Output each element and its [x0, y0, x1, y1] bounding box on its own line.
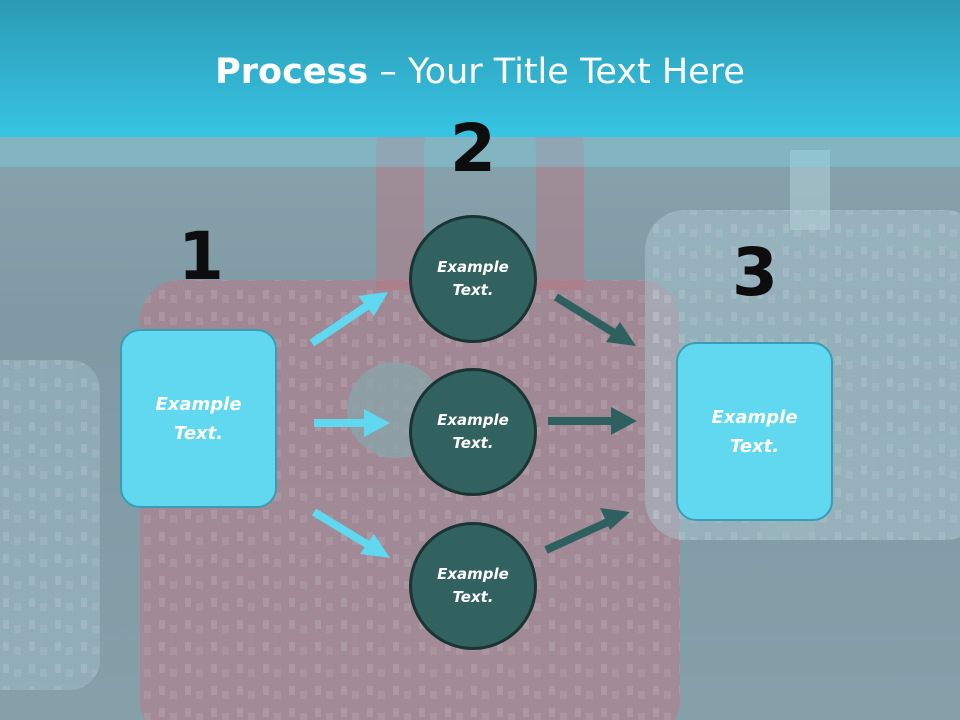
- arrow-top-to-right: [553, 293, 636, 346]
- title-bar: [0, 0, 960, 137]
- step-number-1: 1: [178, 218, 224, 295]
- circle-top: Example Text.: [409, 215, 537, 343]
- circle-bottom: Example Text.: [409, 522, 537, 650]
- slide-title-bold: Process: [215, 52, 369, 92]
- arrow-middle-to-right: [548, 407, 637, 435]
- arrow-left-to-top: [309, 292, 388, 347]
- arrow-left-to-bottom: [311, 508, 390, 558]
- arrow-left-to-middle: [314, 409, 390, 437]
- slide-title-rest: – Your Title Text Here: [368, 52, 745, 92]
- slide-title: Process – Your Title Text Here: [0, 52, 960, 92]
- right-text-box: Example Text.: [676, 342, 833, 521]
- title-bar-strip: [0, 137, 960, 167]
- step-number-2: 2: [450, 110, 496, 187]
- step-number-3: 3: [732, 234, 778, 311]
- left-text-box: Example Text.: [120, 329, 277, 508]
- circle-middle: Example Text.: [409, 368, 537, 496]
- arrow-bottom-to-right: [544, 508, 630, 554]
